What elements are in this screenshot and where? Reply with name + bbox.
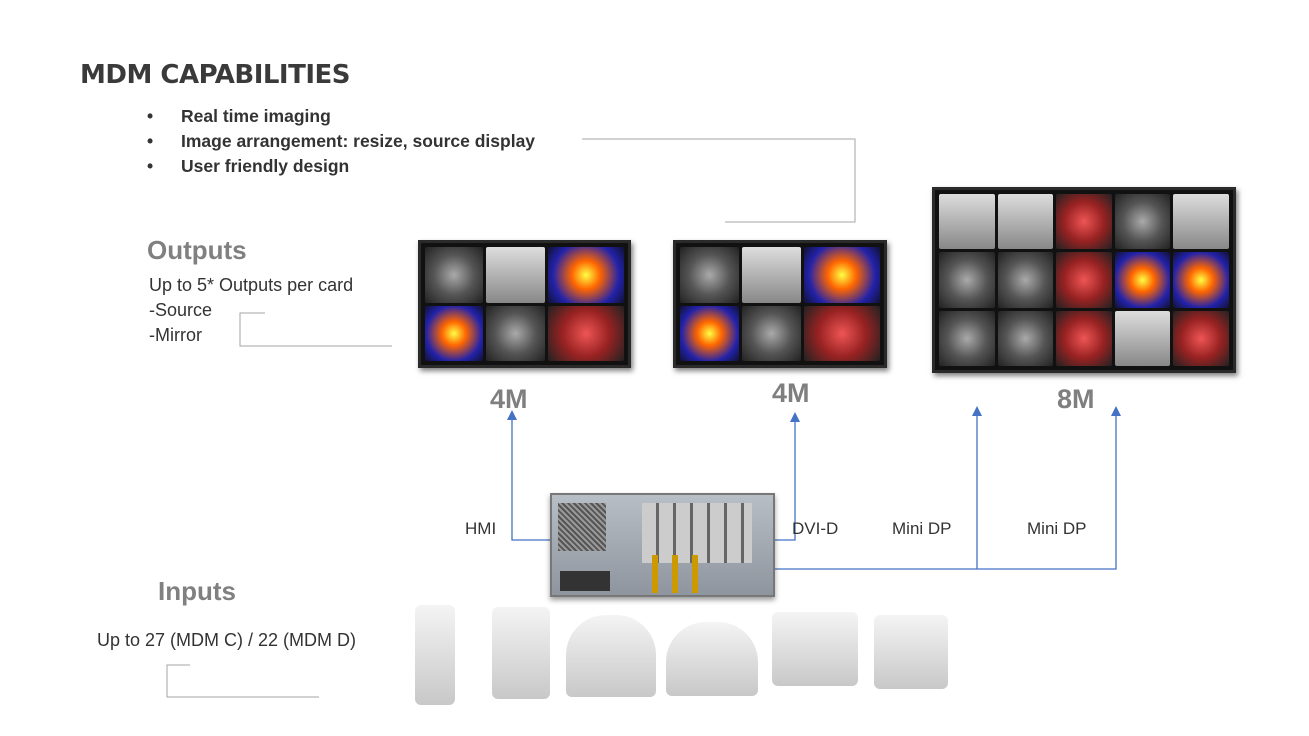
capability-item: User friendly design	[147, 154, 535, 179]
port-label: Mini DP	[1027, 519, 1087, 538]
inputs-bracket	[166, 664, 319, 698]
capability-item: Real time imaging	[147, 104, 535, 129]
monitor-4m-2	[673, 240, 887, 368]
outputs-description: Up to 5* Outputs per card -Source -Mirro…	[149, 273, 353, 348]
inputs-description: Up to 27 (MDM C) / 22 (MDM D)	[97, 630, 357, 650]
ultrasound-icon	[492, 607, 550, 699]
capabilities-bracket	[582, 138, 856, 223]
display-label: 4M	[490, 384, 528, 414]
monitor-8m	[932, 187, 1236, 373]
arrow-head	[1111, 406, 1121, 416]
ct-icon	[666, 622, 758, 696]
minidp-connector	[775, 414, 1117, 570]
dvi-connector	[775, 420, 796, 541]
outputs-line: -Source	[149, 300, 213, 320]
monitor-4m-1	[418, 240, 631, 368]
arrow-head	[507, 410, 517, 420]
xray-icon	[874, 615, 948, 689]
mri-icon	[566, 615, 656, 697]
angiography-icon	[772, 612, 858, 686]
mdm-server-image	[550, 493, 775, 597]
arrow-head	[972, 406, 982, 416]
outputs-bracket	[239, 312, 392, 347]
mammography-icon	[415, 605, 455, 705]
outputs-heading: Outputs	[147, 235, 247, 265]
port-label: Mini DP	[892, 519, 952, 538]
outputs-line: Up to 5* Outputs per card	[149, 275, 354, 295]
slide-title: MDM CAPABILITIES	[80, 60, 351, 90]
hmi-connector	[511, 418, 550, 541]
outputs-line: -Mirror	[149, 325, 202, 345]
inputs-heading: Inputs	[158, 576, 236, 606]
port-label: HMI	[465, 519, 497, 538]
capabilities-list: Real time imaging Image arrangement: res…	[147, 104, 535, 179]
port-label: DVI-D	[792, 519, 839, 538]
display-label: 4M	[772, 378, 810, 408]
display-label: 8M	[1057, 384, 1095, 414]
capability-item: Image arrangement: resize, source displa…	[147, 129, 535, 154]
arrow-head	[790, 412, 800, 422]
